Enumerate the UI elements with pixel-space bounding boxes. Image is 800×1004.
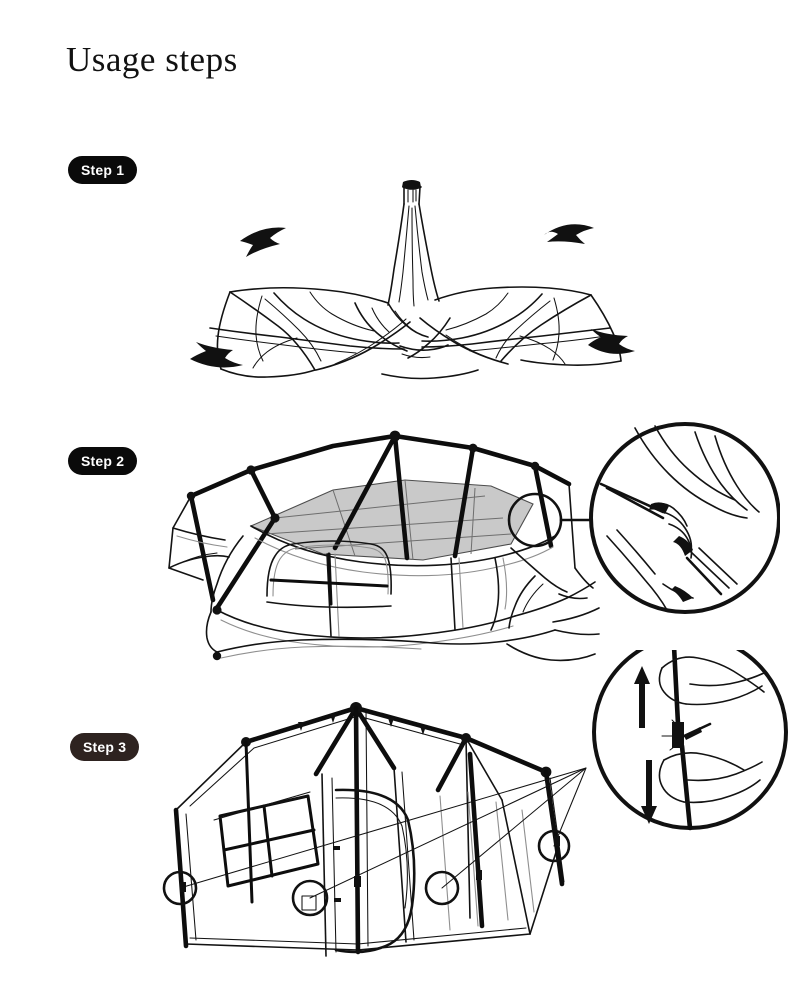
step-3-detail-callout — [592, 650, 788, 831]
roof-frame — [241, 702, 552, 793]
arrow-bottom-left-icon — [190, 342, 243, 368]
step-badge-3: Step 3 — [70, 733, 140, 761]
hub-pole — [387, 180, 440, 307]
fabric-right — [407, 286, 622, 366]
snap-indicator-icon — [661, 719, 712, 751]
pole-marker-circles[interactable] — [162, 829, 571, 917]
callout-leader-lines — [179, 767, 587, 899]
pole-marker-4 — [537, 829, 571, 863]
tent-walls — [175, 771, 565, 951]
step-2-illustration — [155, 408, 780, 688]
step-2-detail-callout — [589, 422, 780, 614]
page-title: Usage steps — [66, 40, 238, 79]
arrow-top-left-icon — [240, 227, 286, 257]
step-badge-2-label: Step 2 — [81, 452, 125, 469]
unfold-arrows — [190, 224, 635, 368]
step-3-illustration — [150, 650, 790, 995]
left-door-flap — [168, 495, 230, 581]
pole-marker-2 — [291, 879, 329, 917]
leg-poles — [173, 705, 565, 955]
ground-skirt — [205, 611, 600, 662]
roof-frame-poles — [186, 430, 576, 615]
mesh-roof-panel — [249, 479, 534, 561]
detail-marker-circle[interactable] — [507, 492, 563, 548]
right-fabric-folds — [490, 547, 600, 631]
step-badge-1-label: Step 1 — [81, 161, 125, 178]
pole-marker-3 — [424, 870, 460, 906]
step-badge-1: Step 1 — [68, 156, 138, 184]
tent-frame-expanded-drawing — [168, 422, 780, 662]
folded-tent-unfolding-drawing — [190, 180, 635, 380]
step-badge-2: Step 2 — [68, 447, 138, 475]
fabric-center — [381, 302, 479, 380]
tent-window — [266, 540, 392, 609]
tent-door — [301, 773, 416, 957]
roof-panels — [175, 707, 503, 951]
pole-marker-1 — [162, 870, 198, 906]
fabric-left — [209, 286, 411, 378]
tent-window — [213, 791, 320, 888]
arrow-bottom-right-icon — [588, 329, 635, 354]
side-panel-seams — [393, 767, 535, 943]
tent-body-walls — [210, 525, 596, 648]
tent-erected-drawing — [162, 650, 788, 957]
arrow-top-right-icon — [544, 224, 594, 244]
step-1-illustration — [150, 168, 690, 393]
step-badge-3-label: Step 3 — [83, 738, 127, 755]
